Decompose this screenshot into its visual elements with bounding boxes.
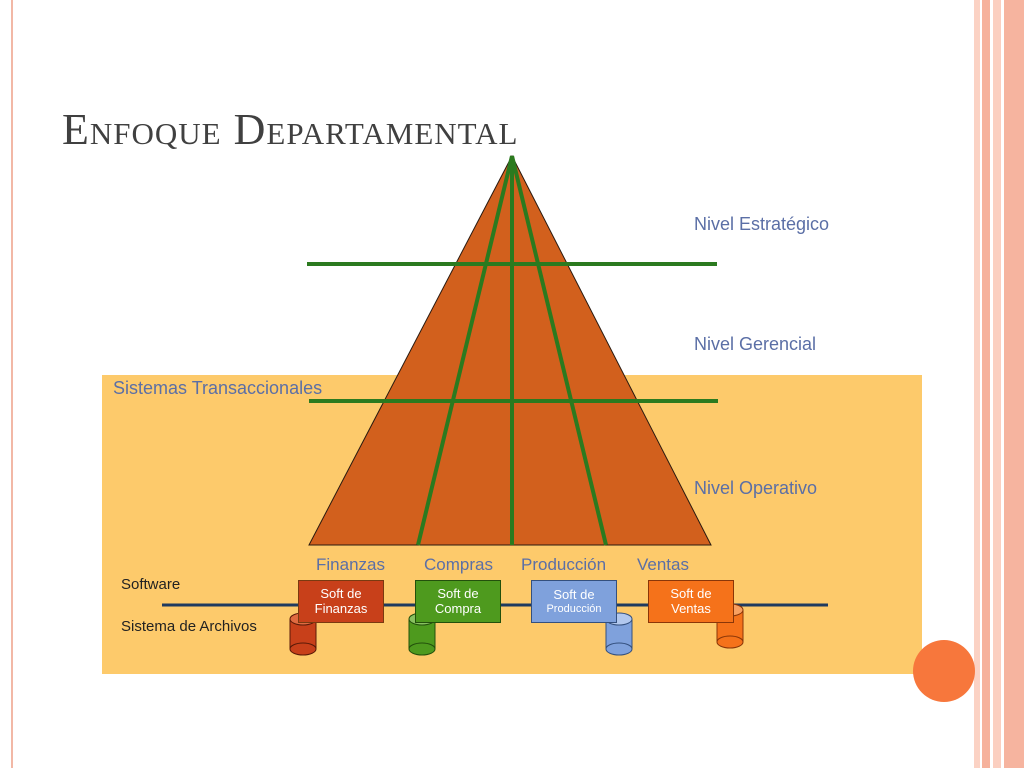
soft-box-produccion: Soft de Producción [531,580,617,623]
divider-line-1 [416,155,514,546]
soft-box-line1: Soft de [437,585,479,601]
soft-box-line2: Finanzas [314,600,368,616]
soft-box-line2: Ventas [671,600,711,616]
department-label-ventas: Ventas [637,555,689,574]
soft-box-line1: Soft de [320,585,362,601]
department-label-compras: Compras [424,555,493,574]
file-system-label: Sistema de Archivos [121,618,257,635]
soft-box-ventas: Soft de Ventas [648,580,734,623]
accent-circle [913,640,975,702]
department-label-finanzas: Finanzas [316,555,385,574]
slide-title: Enfoque Departamental [62,105,519,154]
soft-box-line2: Compra [434,600,482,616]
department-label-produccion: Producción [521,555,607,574]
left-decorative-line [11,0,13,768]
level-label-operational: Nivel Operativo [694,478,818,498]
transactional-systems-label: Sistemas Transaccionales [113,378,323,398]
level-label-strategic: Nivel Estratégico [694,214,830,234]
divider-line-3 [510,155,608,546]
right-decorative-stripes [974,0,1024,768]
software-label: Software [121,576,181,593]
soft-box-compras: Soft de Compra [415,580,501,623]
level-label-managerial: Nivel Gerencial [694,334,817,354]
soft-box-finanzas: Soft de Finanzas [298,580,384,623]
soft-box-line1: Soft de [553,586,595,602]
soft-box-line2: Producción [546,602,602,615]
soft-box-line1: Soft de [670,585,712,601]
